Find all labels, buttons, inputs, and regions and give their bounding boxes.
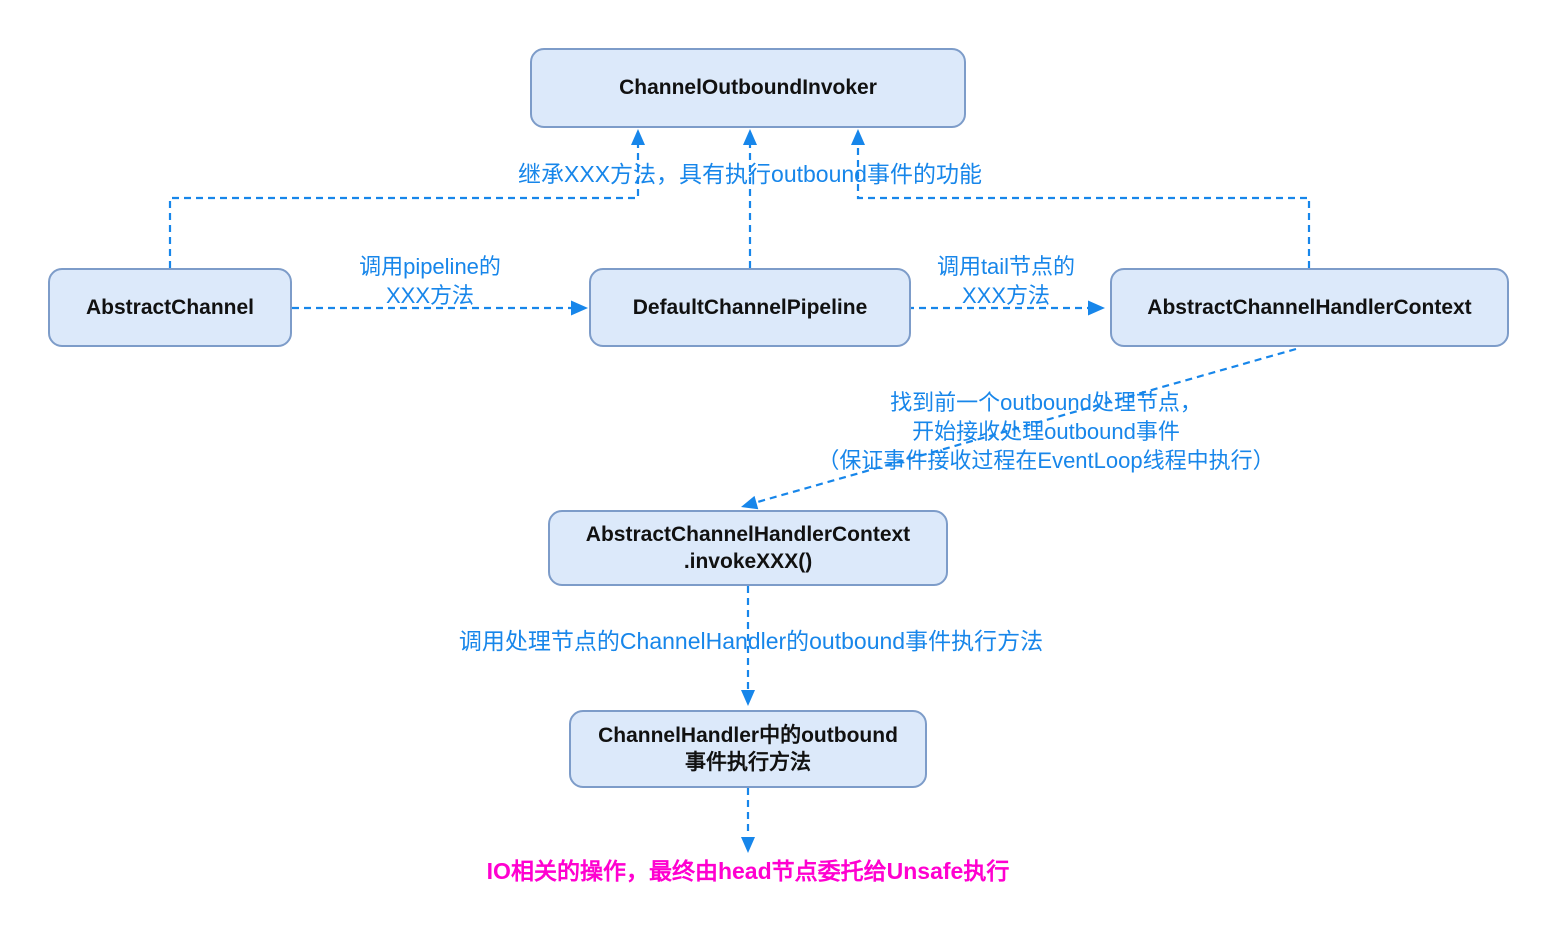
- node-abstract-channel-handler-context[interactable]: AbstractChannelHandlerContext: [1110, 268, 1509, 347]
- label-invoke-handler-method: 调用处理节点的ChannelHandler的outbound事件执行方法: [458, 628, 1044, 654]
- node-label-line1: ChannelHandler中的outbound: [598, 723, 898, 747]
- label-io-note: IO相关的操作，最终由head节点委托给Unsafe执行: [486, 858, 1010, 884]
- arrowhead-up-middle: [743, 129, 757, 145]
- label-find-prev-outbound-line1: 找到前一个outbound处理节点，: [890, 390, 1202, 415]
- node-invoke-xxx[interactable]: AbstractChannelHandlerContext .invokeXXX…: [548, 510, 948, 586]
- arrowhead-down-1: [741, 690, 755, 706]
- node-abstract-channel[interactable]: AbstractChannel: [48, 268, 292, 347]
- node-label: DefaultChannelPipeline: [632, 295, 868, 319]
- label-call-pipeline-line2: XXX方法: [385, 283, 475, 308]
- arrowhead-up-left: [631, 129, 645, 145]
- arrowhead-right-1: [571, 300, 588, 316]
- arrowhead-down-2: [741, 837, 755, 853]
- node-label-line2: 事件执行方法: [685, 751, 811, 774]
- node-label-line2: .invokeXXX(): [683, 550, 813, 573]
- node-default-channel-pipeline[interactable]: DefaultChannelPipeline: [589, 268, 911, 347]
- label-find-prev-outbound-line2: 开始接收处理outbound事件: [912, 419, 1180, 444]
- node-label: AbstractChannelHandlerContext: [1147, 295, 1472, 319]
- arrowhead-up-right: [851, 129, 865, 145]
- label-call-pipeline-line1: 调用pipeline的: [359, 254, 501, 279]
- label-find-prev-outbound-line3: （保证事件接收过程在EventLoop线程中执行）: [817, 448, 1275, 473]
- label-call-tail: 调用tail节点的 XXX方法: [937, 252, 1075, 310]
- node-label: AbstractChannel: [85, 295, 255, 319]
- label-call-pipeline: 调用pipeline的 XXX方法: [359, 252, 501, 310]
- arrowhead-diagonal: [741, 495, 759, 510]
- label-inherit-note: 继承XXX方法，具有执行outbound事件的功能: [518, 161, 982, 187]
- label-find-prev-outbound: 找到前一个outbound处理节点， 开始接收处理outbound事件 （保证事…: [817, 388, 1274, 475]
- node-label: ChannelOutboundInvoker: [619, 76, 877, 100]
- node-label-line1: AbstractChannelHandlerContext: [585, 522, 911, 546]
- edge-context-to-invokexxx: [753, 347, 1297, 505]
- edge-abstractchannel-to-invoker: [168, 145, 640, 268]
- label-call-tail-line1: 调用tail节点的: [936, 254, 1076, 279]
- node-channel-outbound-invoker[interactable]: ChannelOutboundInvoker: [530, 48, 966, 128]
- arrowhead-right-2: [1088, 300, 1105, 316]
- label-call-tail-line2: XXX方法: [961, 283, 1051, 308]
- node-channel-handler-outbound[interactable]: ChannelHandler中的outbound 事件执行方法: [569, 710, 927, 788]
